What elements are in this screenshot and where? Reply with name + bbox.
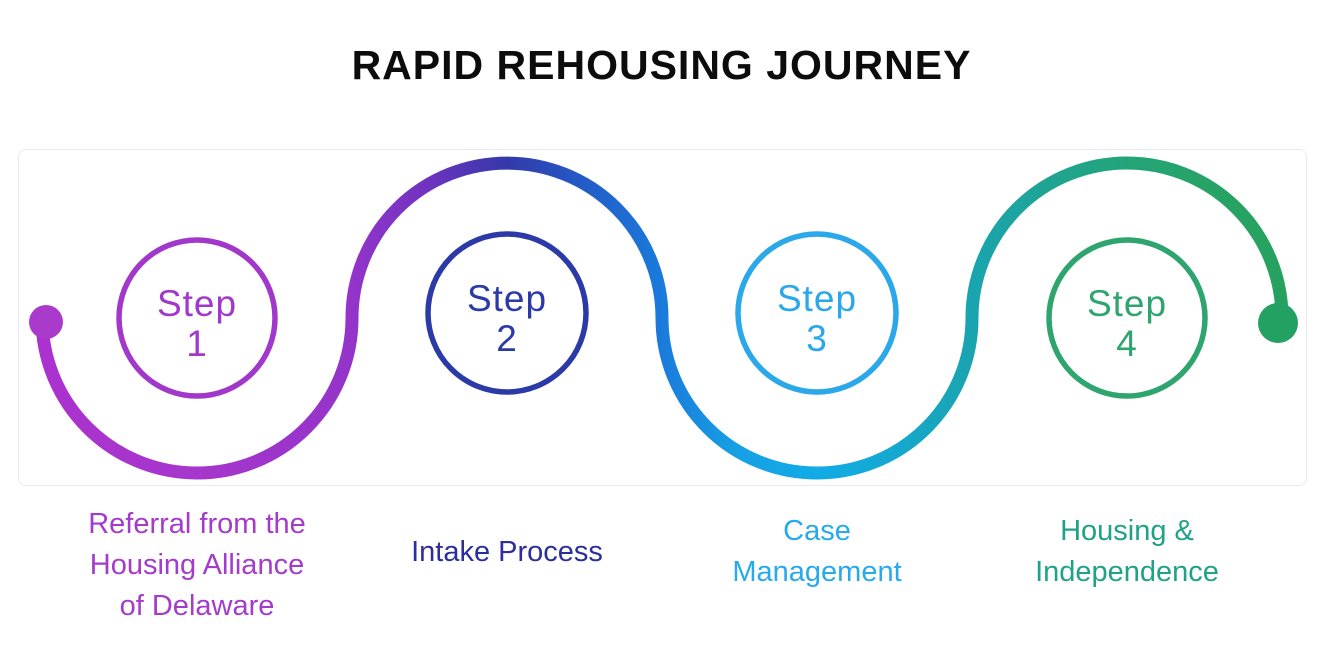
step-3-caption: Case Management xyxy=(657,511,977,593)
step-3-number: 3 xyxy=(806,318,828,359)
step-2-caption: Intake Process xyxy=(347,532,667,573)
caption-line: Case xyxy=(783,515,851,547)
wave-end-dot xyxy=(1258,303,1298,343)
caption-line: of Delaware xyxy=(119,590,275,622)
wave-start-dot xyxy=(29,305,63,339)
caption-line: Housing & xyxy=(1060,515,1194,547)
caption-line: Intake Process xyxy=(411,536,603,568)
step-4-number: 4 xyxy=(1116,323,1138,364)
step-2-number: 2 xyxy=(496,318,518,359)
step-3-circle xyxy=(735,231,899,395)
step-4-caption: Housing & Independence xyxy=(967,511,1287,593)
step-1-number: 1 xyxy=(186,323,208,364)
page-title: RAPID REHOUSING JOURNEY xyxy=(351,42,972,88)
step-4-circle xyxy=(1046,237,1208,399)
caption-line: Management xyxy=(732,556,902,588)
caption-line: Referral from the xyxy=(88,508,306,540)
step-1-caption: Referral from the Housing Alliance of De… xyxy=(37,504,357,627)
caption-line: Housing Alliance xyxy=(89,549,305,581)
step-4-label: Step xyxy=(1087,283,1167,324)
serpentine-wave-path xyxy=(35,156,1289,480)
step-1-label: Step xyxy=(157,283,237,324)
caption-line: Independence xyxy=(1035,556,1219,588)
step-1-circle xyxy=(116,237,278,399)
step-2-label: Step xyxy=(467,278,547,319)
step-2-circle xyxy=(425,231,589,395)
step-3-label: Step xyxy=(777,278,857,319)
